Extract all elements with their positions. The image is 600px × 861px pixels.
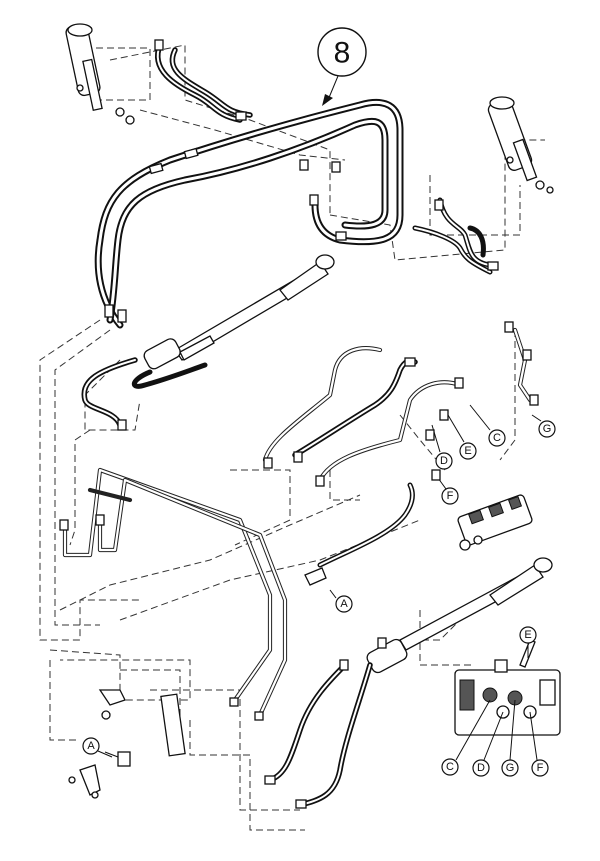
middle-left-hose bbox=[81, 357, 208, 428]
inset-callouts: C D G F E bbox=[441, 626, 549, 777]
svg-text:A: A bbox=[340, 598, 348, 610]
svg-text:F: F bbox=[447, 490, 454, 502]
lower-hoses bbox=[267, 662, 373, 808]
svg-text:C: C bbox=[493, 432, 501, 444]
inset-callout-g: G bbox=[501, 699, 519, 777]
inset-callout-c: C bbox=[441, 699, 491, 776]
control-valve bbox=[457, 494, 533, 551]
middle-right-tubes bbox=[262, 327, 533, 483]
callout-f: F bbox=[437, 477, 459, 505]
svg-text:E: E bbox=[524, 629, 531, 641]
svg-text:C: C bbox=[446, 761, 454, 773]
hose-to-a bbox=[304, 482, 415, 586]
inset-callout-d: D bbox=[472, 711, 504, 777]
upper-right-hoses bbox=[412, 197, 493, 275]
inset-callout-e: E bbox=[519, 626, 537, 658]
svg-text:G: G bbox=[543, 423, 552, 435]
loader-tubes bbox=[62, 467, 288, 718]
hose-loop-8 bbox=[94, 98, 404, 329]
svg-text:D: D bbox=[440, 455, 448, 467]
svg-text:E: E bbox=[464, 445, 471, 457]
fittings bbox=[59, 39, 539, 809]
svg-text:G: G bbox=[506, 762, 515, 774]
callout-8: 8 bbox=[317, 27, 367, 106]
callout-a: A bbox=[329, 589, 353, 613]
svg-text:F: F bbox=[537, 762, 544, 774]
top-left-cylinder bbox=[65, 23, 135, 125]
valve-inset bbox=[454, 639, 561, 736]
callout-8-label: 8 bbox=[334, 37, 351, 70]
bottom-left-bracket bbox=[68, 689, 186, 799]
callout-d: D bbox=[431, 424, 453, 470]
callout-g: G bbox=[531, 414, 556, 438]
callout-a-bottom: A bbox=[82, 737, 113, 758]
top-right-cylinder bbox=[487, 96, 554, 194]
callout-e: E bbox=[447, 414, 477, 460]
svg-text:D: D bbox=[477, 762, 485, 774]
letter-callouts: A C D E F G bbox=[329, 404, 556, 613]
upper-left-hoses bbox=[155, 42, 253, 123]
callout-c: C bbox=[469, 404, 506, 447]
inset-callout-f: F bbox=[529, 711, 549, 777]
svg-text:A: A bbox=[87, 740, 95, 752]
middle-cylinder bbox=[143, 254, 335, 370]
